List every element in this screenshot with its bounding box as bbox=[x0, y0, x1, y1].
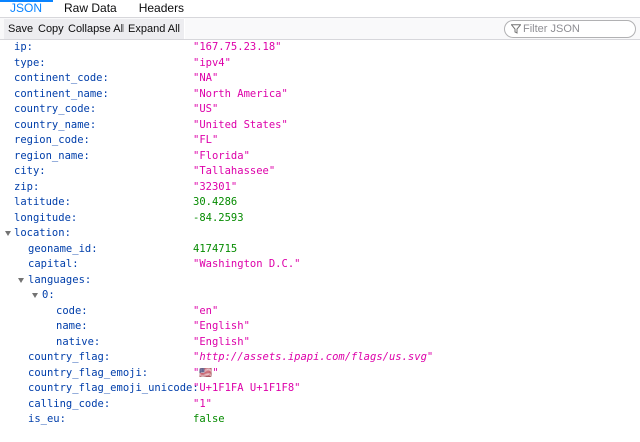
json-key: country_flag_emoji_unicode: bbox=[28, 382, 199, 394]
json-key: latitude: bbox=[14, 196, 71, 208]
json-value: "North America" bbox=[193, 87, 288, 100]
json-value: "English" bbox=[193, 320, 250, 332]
tab-headers[interactable]: Headers bbox=[138, 1, 185, 15]
json-value: false bbox=[193, 413, 225, 425]
json-key: continent_code: bbox=[14, 72, 109, 84]
json-key: ip: bbox=[14, 41, 33, 53]
json-value: "NA" bbox=[193, 72, 219, 84]
json-value: "http://assets.ipapi.com/flags/us.svg" bbox=[193, 351, 434, 363]
json-key: languages: bbox=[28, 273, 92, 286]
tree-value-row: region_code: "FL" bbox=[0, 133, 640, 149]
tree-value-row: continent_code: "NA" bbox=[0, 71, 640, 87]
filter-json-input[interactable] bbox=[523, 21, 633, 37]
json-key: longitude: bbox=[14, 211, 78, 224]
json-key: code: bbox=[56, 304, 88, 317]
tree-value-row: code: "en" bbox=[0, 304, 640, 320]
json-key: capital: bbox=[28, 258, 79, 270]
json-value: "ipv4" bbox=[193, 56, 231, 69]
json-key: location: bbox=[14, 227, 71, 239]
json-value: "U+1F1FA U+1F1F8" bbox=[193, 382, 301, 394]
tree-value-row: region_name: "Florida" bbox=[0, 149, 640, 165]
json-key: calling_code: bbox=[28, 397, 111, 410]
json-key: zip: bbox=[14, 180, 40, 193]
json-value: "Florida" bbox=[193, 149, 250, 162]
expand-toggle-icon[interactable] bbox=[18, 277, 24, 283]
tree-value-row: name: "English" bbox=[0, 319, 640, 335]
tree-value-row: continent_name: "North America" bbox=[0, 87, 640, 103]
json-key: geoname_id: bbox=[28, 242, 98, 255]
json-key: country_flag_emoji: bbox=[28, 366, 149, 379]
tree-value-row: native: "English" bbox=[0, 335, 640, 351]
json-key: city: bbox=[14, 165, 46, 177]
save-button[interactable]: Save bbox=[4, 19, 39, 39]
tree-value-row: country_name: "United States" bbox=[0, 118, 640, 134]
json-value: "United States" bbox=[193, 118, 288, 131]
tab-raw-data[interactable]: Raw Data bbox=[64, 1, 117, 15]
tree-node-row[interactable]: location: bbox=[0, 226, 640, 242]
json-key: country_name: bbox=[14, 118, 97, 131]
json-value: "167.75.23.18" bbox=[193, 41, 282, 53]
json-value: "en" bbox=[193, 304, 219, 317]
json-value: "English" bbox=[193, 335, 250, 348]
tree-value-row: is_eu: false bbox=[0, 412, 640, 428]
json-value: "FL" bbox=[193, 134, 219, 146]
tree-value-row: type: "ipv4" bbox=[0, 56, 640, 72]
tree-value-row: zip: "32301" bbox=[0, 180, 640, 196]
tree-value-row: ip: "167.75.23.18" bbox=[0, 40, 640, 56]
json-value: 4174715 bbox=[193, 242, 238, 255]
tree-value-row: city: "Tallahassee" bbox=[0, 164, 640, 180]
json-toolbar: Save Copy Collapse All Expand All bbox=[0, 18, 640, 40]
json-key: is_eu: bbox=[28, 413, 66, 425]
json-value: "🇺🇸" bbox=[193, 366, 219, 379]
tab-json[interactable]: JSON bbox=[0, 0, 54, 18]
json-key: name: bbox=[56, 320, 88, 332]
tree-value-row: latitude: 30.4286 bbox=[0, 195, 640, 211]
tree-node-row[interactable]: 0: bbox=[0, 288, 640, 304]
expand-toggle-icon[interactable] bbox=[32, 293, 38, 298]
json-key: 0: bbox=[42, 289, 55, 301]
json-value: "US" bbox=[193, 103, 219, 115]
json-key: native: bbox=[56, 335, 101, 348]
tree-value-row: country_flag_emoji_unicode:"U+1F1FA U+1F… bbox=[0, 381, 640, 397]
tree-value-row: calling_code: "1" bbox=[0, 397, 640, 413]
tree-value-row: country_flag_emoji: "🇺🇸" bbox=[0, 366, 640, 382]
filter-json-box bbox=[504, 20, 636, 38]
json-value: -84.2593 bbox=[193, 211, 244, 224]
json-value: "Washington D.C." bbox=[193, 258, 301, 270]
copy-button[interactable]: Copy bbox=[34, 19, 69, 39]
json-key: region_name: bbox=[14, 149, 90, 162]
json-value: "Tallahassee" bbox=[193, 165, 276, 177]
json-key: region_code: bbox=[14, 134, 90, 146]
tab-bar: JSON Raw Data Headers bbox=[0, 0, 640, 18]
json-value: "32301" bbox=[193, 180, 238, 193]
collapse-all-button[interactable]: Collapse All bbox=[64, 19, 131, 39]
funnel-icon bbox=[511, 24, 521, 34]
expand-toggle-icon[interactable] bbox=[5, 231, 11, 236]
json-key: country_code: bbox=[14, 103, 97, 115]
json-value: "1" bbox=[193, 397, 212, 410]
tree-value-row: geoname_id: 4174715 bbox=[0, 242, 640, 258]
tree-value-row: country_code: "US" bbox=[0, 102, 640, 118]
json-key: type: bbox=[14, 56, 46, 69]
json-key: continent_name: bbox=[14, 87, 109, 100]
json-key: country_flag: bbox=[28, 351, 111, 363]
expand-all-button[interactable]: Expand All bbox=[124, 19, 185, 39]
tree-node-row[interactable]: languages: bbox=[0, 273, 640, 289]
tree-value-row: longitude: -84.2593 bbox=[0, 211, 640, 227]
json-value: 30.4286 bbox=[193, 196, 238, 208]
tree-value-row: country_flag: "http://assets.ipapi.com/fl… bbox=[0, 350, 640, 366]
tree-value-row: capital: "Washington D.C." bbox=[0, 257, 640, 273]
